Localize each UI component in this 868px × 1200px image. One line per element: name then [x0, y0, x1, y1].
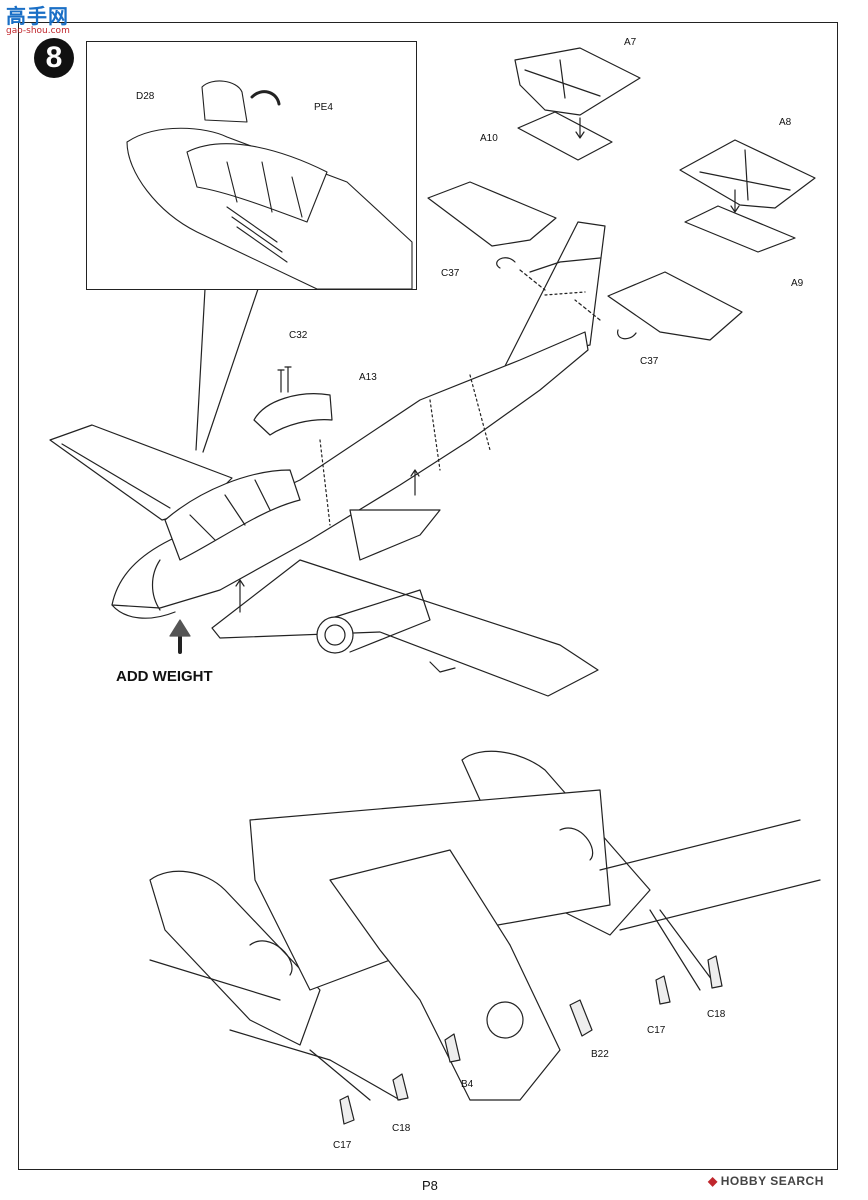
watermark: 高手网 gao-shou.com [6, 6, 70, 36]
label-c18-left: C18 [392, 1123, 411, 1134]
small-gear-doors [339, 955, 723, 1125]
label-c37-left: C37 [441, 268, 460, 279]
label-d28: D28 [136, 91, 155, 102]
cockpit [164, 469, 301, 561]
label-b22: B22 [591, 1049, 609, 1060]
page-frame [18, 22, 838, 1170]
cockpit-detail-inset [86, 41, 417, 290]
part-a13-shape [253, 393, 333, 436]
label-c17-left: C17 [333, 1140, 352, 1151]
part-a9-plate [684, 205, 796, 253]
footer-brand-text: HOBBY SEARCH [720, 1174, 824, 1188]
label-a9: A9 [791, 278, 804, 289]
fuselage [111, 331, 589, 619]
part-a10-plate [517, 111, 613, 161]
right-stabilizer [607, 271, 743, 341]
step-number-badge: 8 [34, 38, 74, 78]
label-a10: A10 [480, 133, 498, 144]
bottom-view-assembly [149, 750, 821, 1101]
label-a7: A7 [624, 37, 637, 48]
assembly-arrows [169, 469, 420, 654]
left-stabilizer [427, 181, 557, 247]
callout-line-left [195, 288, 206, 451]
part-c17-left-shape [339, 1095, 355, 1125]
part-b4-shape [444, 1033, 461, 1063]
part-c37-clip-left [496, 257, 516, 269]
label-c17-right: C17 [647, 1025, 666, 1036]
part-c18-right-shape [707, 955, 723, 989]
watermark-chinese: 高手网 [6, 4, 69, 28]
label-c37-right: C37 [640, 356, 659, 367]
footer-brand: ◆HOBBY SEARCH [708, 1174, 824, 1188]
label-pe4: PE4 [314, 102, 333, 113]
page-number: P8 [422, 1178, 438, 1193]
label-c32: C32 [289, 330, 308, 341]
part-c18-left-shape [392, 1073, 409, 1101]
part-c17-right-shape [655, 975, 671, 1005]
add-weight-note: ADD WEIGHT [116, 668, 213, 685]
watermark-url: gao-shou.com [6, 26, 70, 36]
lower-wing-assembly [211, 509, 599, 697]
label-c18-right: C18 [707, 1009, 726, 1020]
part-d28-shape [201, 80, 248, 123]
part-a7-stabilizer [514, 47, 641, 116]
part-c37-clip-right [617, 329, 637, 340]
brand-logo-icon: ◆ [708, 1174, 718, 1188]
part-a8-stabilizer [679, 139, 816, 209]
callout-line-right [202, 288, 259, 453]
part-b22-shape [569, 999, 593, 1037]
label-a13: A13 [359, 372, 377, 383]
part-c32-screws [277, 366, 292, 393]
label-b4: B4 [461, 1079, 474, 1090]
part-pe4-shape [250, 90, 281, 106]
inset-drawing [126, 80, 413, 290]
label-a8: A8 [779, 117, 792, 128]
